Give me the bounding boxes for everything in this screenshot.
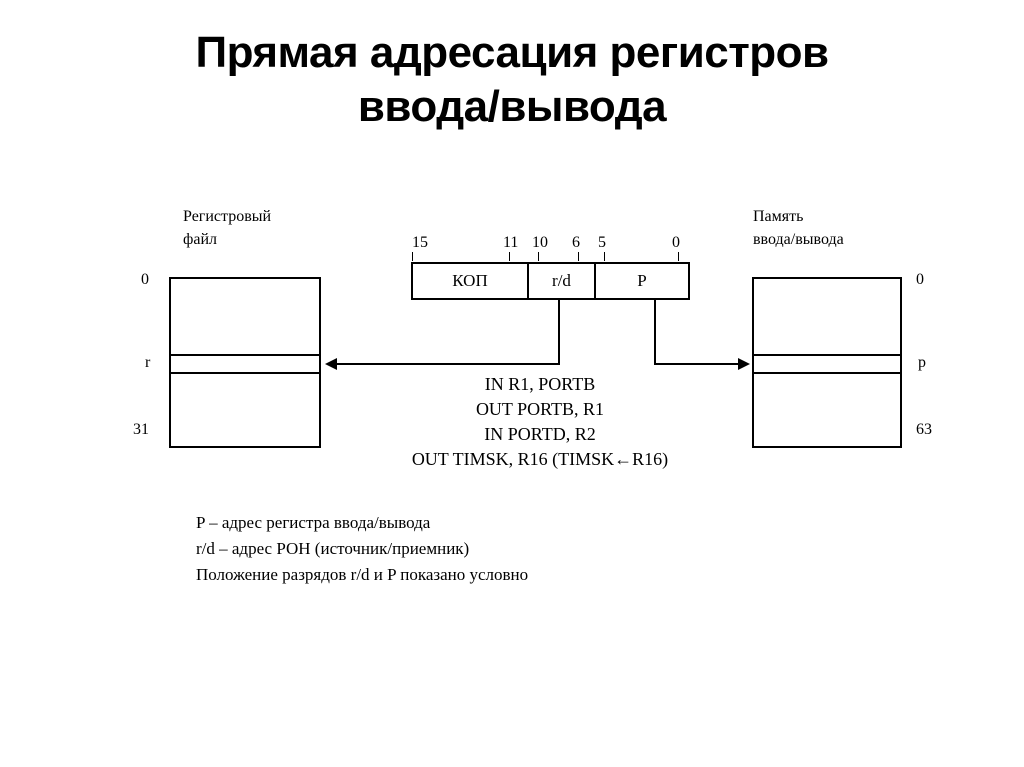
bit-tick-11 (509, 252, 510, 261)
instruction-field-p: P (637, 271, 647, 290)
page-title-line-2: ввода/вывода (357, 82, 667, 131)
connector-p-arrowhead (738, 358, 750, 370)
bit-label-0: 0 (672, 234, 680, 251)
bit-label-6: 6 (572, 234, 580, 251)
connector-rd-horizontal (337, 363, 560, 365)
bit-tick-10 (538, 252, 539, 261)
io-memory-caption-line-2: ввода/вывода (753, 231, 844, 248)
io-memory-index-top: 0 (916, 271, 924, 288)
bit-label-10: 10 (532, 234, 548, 251)
bit-tick-6 (578, 252, 579, 261)
page-title: Прямая адресация регистров ввода/вывода (62, 26, 962, 134)
connector-rd-vertical (558, 300, 560, 365)
bit-tick-0 (678, 252, 679, 261)
instruction-field-rd: r/d (529, 264, 596, 298)
instruction-word-box: КОП r/d P (411, 262, 690, 300)
register-file-caption-line-1: Регистровый (183, 208, 272, 225)
legend-line-2: r/d – адрес РОН (источник/приемник) (196, 539, 470, 558)
io-memory-index-selected: p (918, 354, 926, 371)
page-title-line-1: Прямая адресация регистров (195, 28, 829, 77)
register-file-selected-row (171, 354, 319, 374)
legend-line-1: P – адрес регистра ввода/вывода (196, 513, 431, 532)
bit-label-11: 11 (503, 234, 519, 251)
connector-p-vertical (654, 300, 656, 365)
instruction-example-2: OUT PORTB, R1 (475, 399, 605, 419)
io-memory-block (752, 277, 902, 448)
bit-label-15: 15 (412, 234, 428, 251)
io-memory-index-bottom: 63 (916, 421, 932, 438)
register-file-caption-line-2: файл (183, 231, 218, 248)
io-memory-selected-row (754, 354, 900, 374)
register-file-index-selected: r (145, 354, 151, 371)
bit-tick-15 (412, 252, 413, 261)
register-file-index-bottom: 31 (133, 421, 149, 438)
legend-line-3: Положение разрядов r/d и P показано усло… (196, 565, 529, 584)
bit-label-5: 5 (598, 234, 606, 251)
instruction-example-1: IN R1, PORTB (484, 374, 596, 394)
register-file-index-top: 0 (141, 271, 149, 288)
instruction-field-opcode: КОП (413, 264, 529, 298)
legend: P – адрес регистра ввода/вывода r/d – ад… (196, 510, 528, 588)
instruction-example-4: OUT TIMSK, R16 (TIMSK←R16) (411, 449, 669, 469)
instruction-example-3: IN PORTD, R2 (484, 424, 596, 444)
register-file-block (169, 277, 321, 448)
connector-rd-arrowhead (325, 358, 337, 370)
connector-p-horizontal (654, 363, 738, 365)
bit-tick-5 (604, 252, 605, 261)
io-memory-caption-line-1: Память (753, 208, 804, 225)
instruction-examples: IN R1, PORTB OUT PORTB, R1 IN PORTD, R2 … (330, 372, 750, 472)
